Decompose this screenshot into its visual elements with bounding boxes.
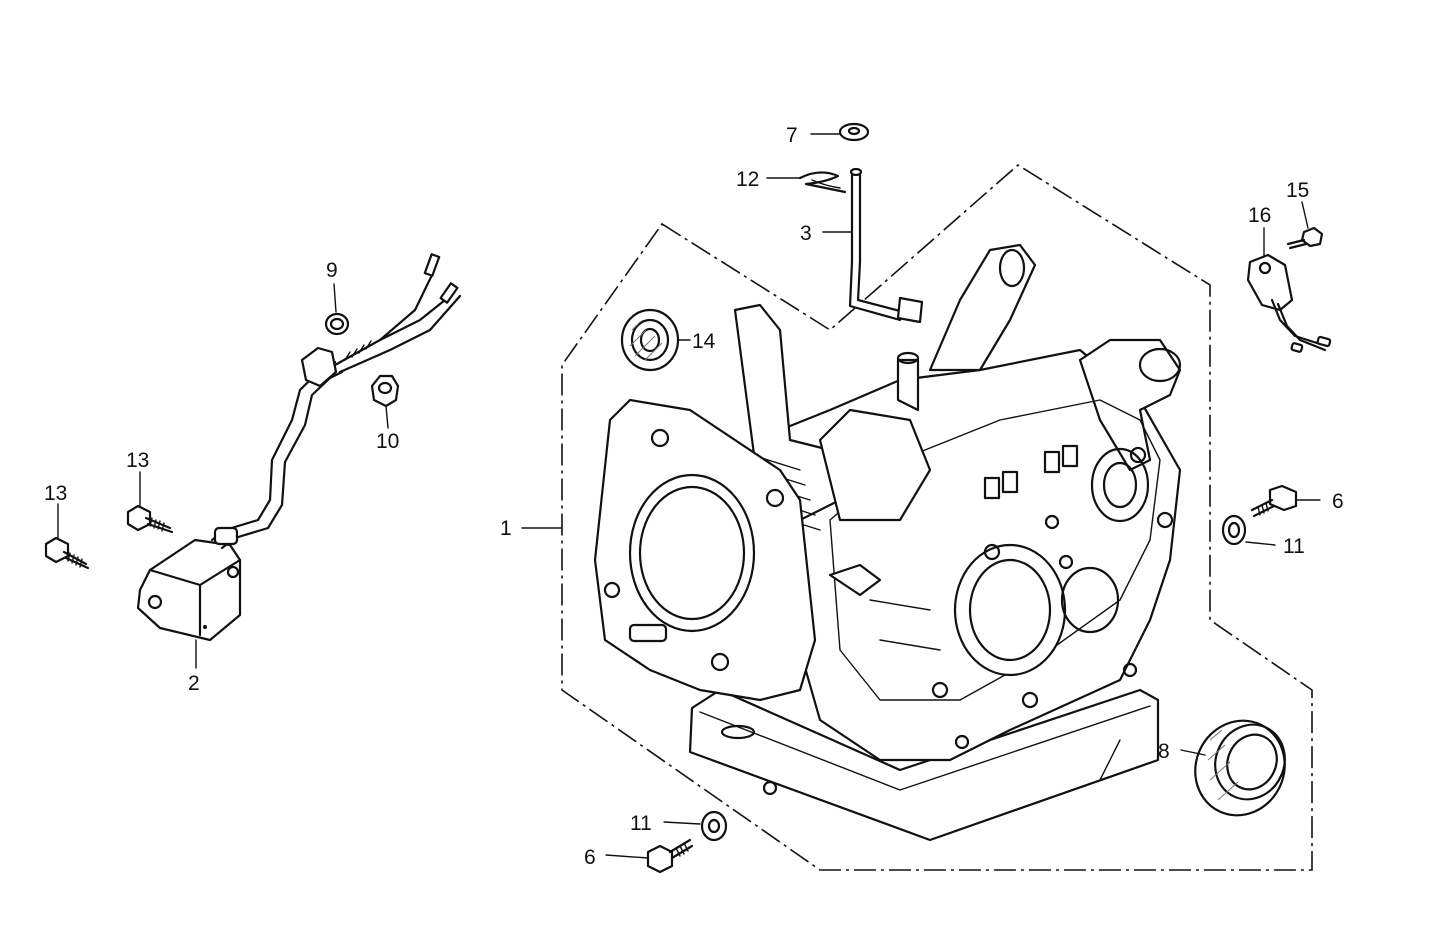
callout-15: 15 — [1286, 179, 1309, 202]
bearing-part[interactable] — [620, 308, 680, 372]
oil-seal-part[interactable] — [1180, 706, 1300, 830]
washer-11-right-part[interactable] — [1221, 514, 1247, 546]
callout-16: 16 — [1248, 204, 1271, 227]
callout-10: 10 — [376, 430, 399, 453]
bolt-6-right-part[interactable] — [1250, 484, 1298, 518]
bolt-6-bottom-part[interactable] — [646, 838, 694, 874]
callout-1: 1 — [500, 517, 512, 540]
bolt-13-lower-part[interactable] — [44, 536, 90, 570]
callout-13a: 13 — [126, 449, 149, 472]
callout-14: 14 — [692, 330, 716, 353]
callout-6b: 6 — [584, 846, 596, 869]
grommet-part[interactable] — [370, 374, 400, 408]
governor-arm-part[interactable] — [848, 167, 924, 324]
callout-8: 8 — [1158, 740, 1170, 763]
callout-13b: 13 — [44, 482, 67, 505]
ignition-part[interactable] — [1246, 253, 1332, 353]
crankcase-part[interactable] — [593, 243, 1182, 842]
callout-9: 9 — [326, 259, 338, 282]
callout-2: 2 — [188, 672, 200, 695]
screw-15-part[interactable] — [1286, 226, 1324, 250]
callout-11a: 11 — [1283, 535, 1305, 558]
bolt-13-upper-part[interactable] — [126, 504, 174, 534]
clip-part[interactable] — [798, 171, 847, 194]
callout-3: 3 — [800, 222, 812, 245]
oil-switch-part[interactable] — [136, 253, 462, 642]
callout-6a: 6 — [1332, 490, 1344, 513]
o-ring-part[interactable] — [324, 312, 350, 336]
callout-11b: 11 — [630, 812, 652, 835]
callout-7: 7 — [786, 124, 798, 147]
callout-12: 12 — [736, 168, 759, 191]
washer-top-part[interactable] — [838, 122, 870, 142]
assembly-boundary — [561, 164, 1313, 871]
leader-lines — [57, 133, 1321, 859]
washer-11-bottom-part[interactable] — [700, 810, 728, 842]
